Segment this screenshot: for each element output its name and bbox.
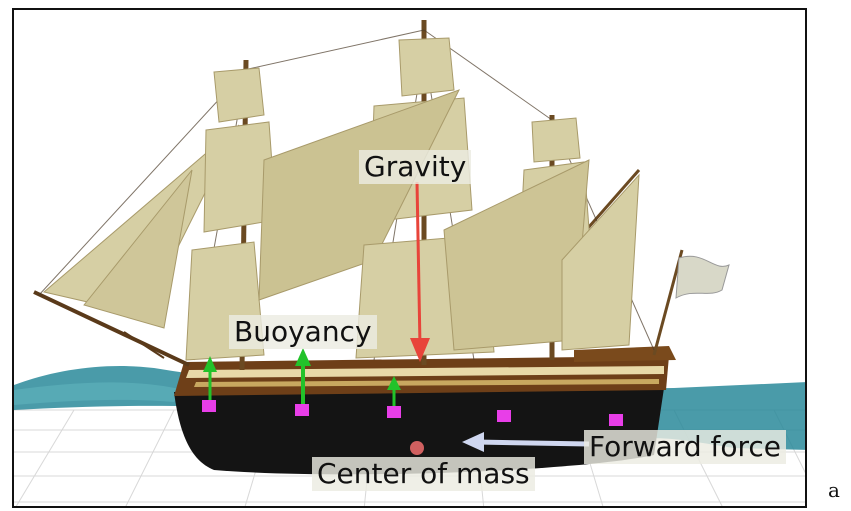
water-highlight bbox=[14, 382, 184, 405]
figure-frame: Gravity Buoyancy Forward force Center of… bbox=[12, 8, 807, 508]
sails bbox=[42, 37, 640, 361]
forward-force-arrow bbox=[462, 432, 590, 452]
buoyancy-label: Buoyancy bbox=[229, 315, 377, 350]
panel-letter: a bbox=[828, 478, 840, 502]
forward-force-label: Forward force bbox=[584, 430, 787, 465]
buoyancy-points bbox=[202, 400, 623, 426]
gravity-arrow bbox=[410, 181, 430, 362]
gravity-label: Gravity bbox=[359, 150, 472, 185]
center-of-mass-dot bbox=[410, 441, 424, 455]
center-of-mass-label: Center of mass bbox=[312, 457, 535, 492]
flag-icon bbox=[675, 255, 730, 299]
